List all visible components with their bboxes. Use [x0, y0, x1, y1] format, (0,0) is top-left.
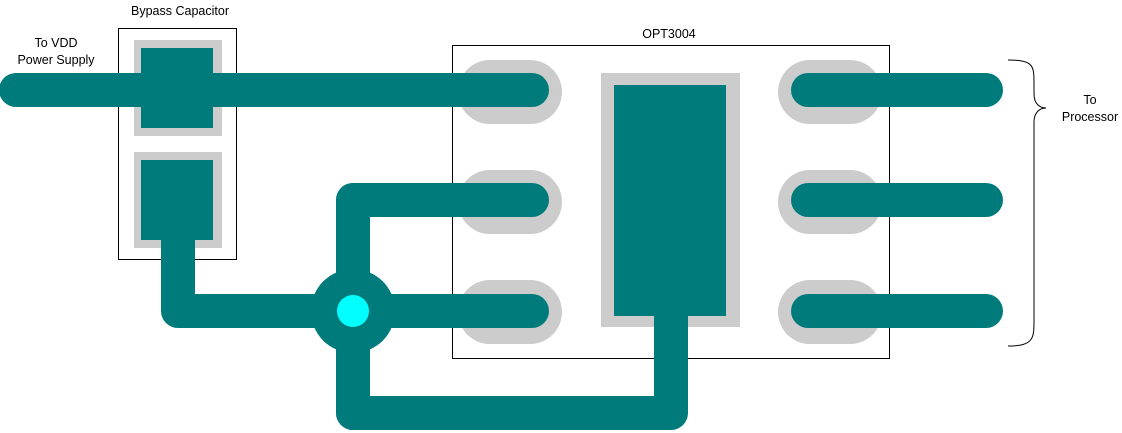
capacitor-ground-trace [161, 183, 370, 328]
thermal-pad [614, 85, 726, 316]
ground-via [337, 295, 369, 327]
bypass-capacitor-label: Bypass Capacitor [131, 4, 229, 18]
traces [0, 73, 1003, 430]
processor-label-line-2: Processor [1062, 110, 1118, 124]
processor-bracket [1007, 59, 1047, 347]
thermal-pad-ground-trace [336, 283, 688, 430]
chip-label: OPT3004 [642, 27, 696, 41]
processor-label-line-1: To [1083, 93, 1096, 107]
vdd-label-line-1: To VDD [34, 36, 77, 50]
vdd-label-line-2: Power Supply [17, 53, 95, 67]
